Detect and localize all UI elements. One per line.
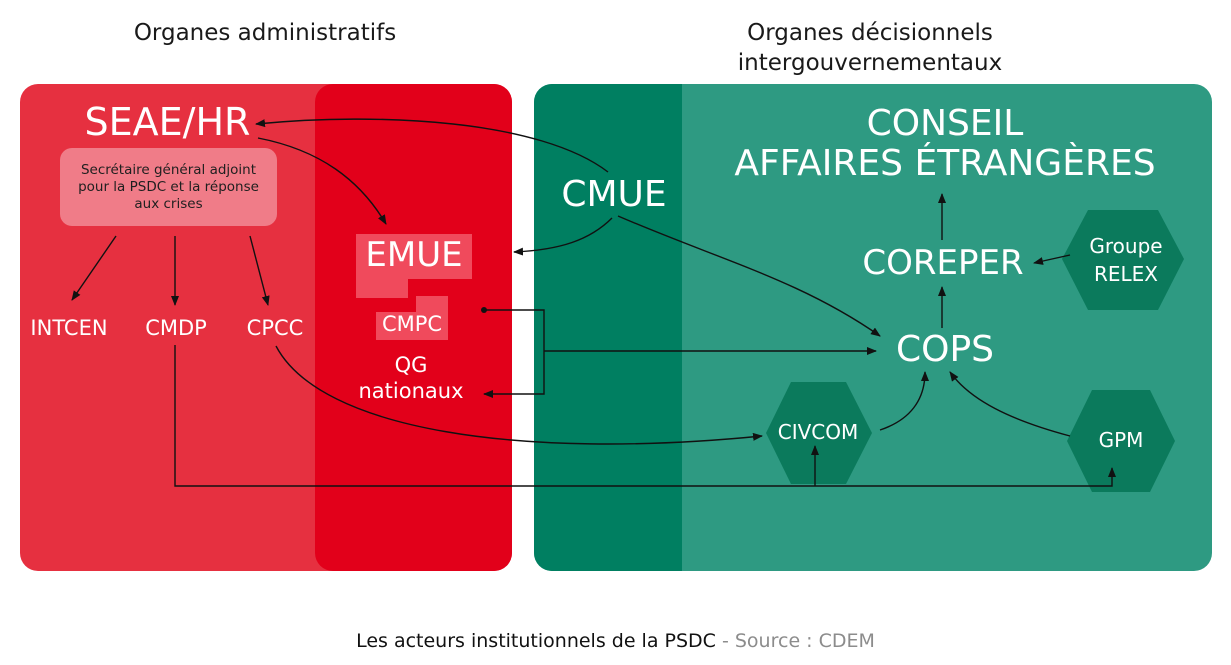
relex-line1: Groupe	[1089, 234, 1163, 258]
emue-label: EMUE	[365, 235, 463, 275]
caption-title: Les acteurs institutionnels de la PSDC	[356, 630, 716, 652]
qg-line2: nationaux	[358, 379, 464, 403]
qg-line1: QG	[394, 353, 428, 377]
civcom-label: CIVCOM	[777, 420, 859, 444]
civcom-hexagon	[766, 382, 872, 484]
emue-highlight	[356, 234, 472, 279]
arrow-relex-to-coreper	[1033, 254, 1071, 265]
caption-source: - Source : CDEM	[715, 630, 875, 652]
cmpc-highlight	[376, 312, 448, 340]
arrow-cmue-to-cops	[617, 215, 881, 337]
cmpc-highlight-tab	[416, 296, 448, 314]
gpm-hexagon	[1067, 390, 1175, 492]
sga-line3: aux crises	[134, 195, 203, 212]
sga-line1: Secrétaire général adjoint	[80, 161, 257, 178]
conseil-line1: CONSEIL	[866, 103, 1024, 144]
arrow-cmue-to-emue	[513, 217, 613, 256]
decision-heading: Organes décisionnels intergouvernementau…	[700, 18, 1040, 78]
groupe-relex-label: Groupe RELEX	[1068, 232, 1184, 288]
gpm-label: GPM	[1098, 428, 1144, 452]
cmpc-label: CMPC	[381, 312, 443, 336]
cops-label: COPS	[895, 329, 995, 370]
line-cmpc-to-bracket	[483, 309, 545, 398]
cmue-label: CMUE	[561, 174, 667, 215]
intcen-label: INTCEN	[30, 316, 108, 340]
arrow-seae-to-emue	[257, 137, 387, 225]
conseil-line2: AFFAIRES ÉTRANGÈRES	[734, 143, 1156, 184]
arrow-civcom-to-cops	[879, 371, 929, 431]
arrow-cmue-to-seae	[255, 118, 609, 173]
qg-nationaux-label: QG nationaux	[345, 352, 477, 404]
sga-line2: pour la PSDC et la réponse	[78, 178, 259, 195]
line-cmdp-to-gpm	[174, 345, 1116, 487]
figure-caption: Les acteurs institutionnels de la PSDC -…	[0, 630, 1231, 652]
cmdp-label: CMDP	[145, 316, 207, 340]
emue-highlight-tab	[356, 276, 408, 298]
cpcc-label: CPCC	[246, 316, 304, 340]
decision-heading-line2: intergouvernementaux	[737, 50, 1003, 76]
coreper-label: COREPER	[862, 243, 1024, 283]
arrow-gpm-to-cops	[949, 371, 1071, 437]
decision-inner-panel	[534, 84, 682, 571]
cmpc-connector-dot	[481, 307, 487, 313]
admin-heading: Organes administratifs	[133, 20, 397, 46]
arrow-cpcc-to-civcom	[275, 345, 763, 445]
conseil-affaires-etrangeres-label: CONSEIL AFFAIRES ÉTRANGÈRES	[700, 104, 1190, 184]
sga-psdc-box: Secrétaire général adjoint pour la PSDC …	[60, 148, 277, 226]
seae-hr-label: SEAE/HR	[84, 100, 251, 144]
arrow-sga-to-cpcc	[249, 235, 270, 306]
relex-hexagon	[1062, 210, 1184, 310]
relex-line2: RELEX	[1093, 262, 1158, 286]
arrow-sga-to-intcen	[71, 235, 117, 301]
decision-heading-line1: Organes décisionnels	[747, 20, 993, 46]
